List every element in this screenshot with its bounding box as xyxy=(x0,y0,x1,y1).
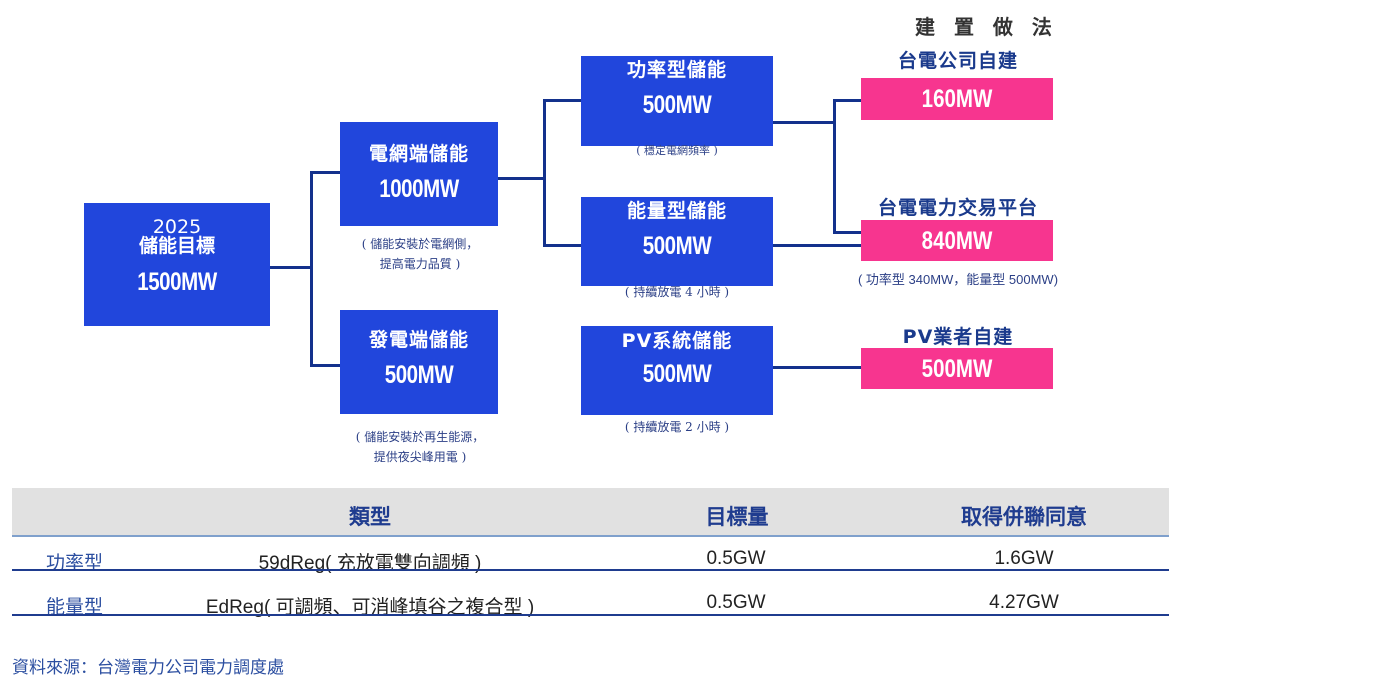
power-type-title: 功率型儲能 xyxy=(626,59,727,81)
table-header-target: 目標量 xyxy=(705,505,769,529)
row-category: 能量型 xyxy=(46,596,104,618)
trading-platform-note: ( 功率型 340MW，能量型 500MW) xyxy=(857,272,1059,287)
table-header-divider xyxy=(12,535,1169,537)
energy-type-value: 500MW xyxy=(642,232,712,260)
row-type: 59dReg( 充放電雙向調頻 ) xyxy=(258,553,482,574)
connector-pv-out-h xyxy=(772,366,863,369)
table-row-divider xyxy=(12,569,1169,571)
row-approved: 1.6GW xyxy=(994,548,1054,569)
energy-type-box: 能量型儲能 500MW xyxy=(581,197,773,286)
power-type-value: 500MW xyxy=(642,91,712,119)
gen-side-note-line2: 提供夜尖峰用電 ) xyxy=(373,450,467,464)
connector-grid-out-v xyxy=(543,99,546,246)
gen-side-note: ( 儲能安裝於再生能源， 提供夜尖峰用電 ) xyxy=(325,427,515,467)
connector-root-v xyxy=(310,171,313,367)
connector-taipower-in-h xyxy=(833,99,863,102)
grid-side-box: 電網端儲能 1000MW xyxy=(340,122,498,226)
gen-side-box: 發電端儲能 500MW xyxy=(340,310,498,414)
connector-energy-out-h xyxy=(772,244,863,247)
table-header-type: 類型 xyxy=(349,505,391,529)
connector-root-h xyxy=(269,266,312,269)
energy-type-note: ( 持續放電 4 小時 ) xyxy=(624,285,730,299)
pv-operator-label: PV業者自建 xyxy=(902,326,1014,348)
power-type-box: 功率型儲能 500MW xyxy=(581,56,773,146)
grid-side-value: 1000MW xyxy=(379,175,459,203)
root-year: 2025 xyxy=(152,216,202,238)
pv-system-value: 500MW xyxy=(642,360,712,388)
root-title: 儲能目標 xyxy=(138,235,215,257)
connector-grid-h xyxy=(310,171,342,174)
source-note: 資料來源：台灣電力公司電力調度處 xyxy=(12,658,284,678)
row-category: 功率型 xyxy=(46,552,104,574)
energy-type-title: 能量型儲能 xyxy=(626,200,727,222)
gen-side-title: 發電端儲能 xyxy=(368,329,469,351)
power-type-note: ( 穩定電網頻率 ) xyxy=(636,144,718,157)
taipower-self-value: 160MW xyxy=(921,85,993,113)
grid-side-note-line1: ( 儲能安裝於電網側， xyxy=(361,237,479,251)
connector-power-in-h xyxy=(543,99,583,102)
taipower-self-box: 160MW xyxy=(861,78,1053,120)
grid-side-title: 電網端儲能 xyxy=(368,143,469,165)
row-target: 0.5GW xyxy=(706,548,766,569)
connector-trading-in-h xyxy=(833,231,863,234)
gen-side-note-line1: ( 儲能安裝於再生能源， xyxy=(355,430,485,444)
row-type: EdReg( 可調頻、可消峰填谷之複合型 ) xyxy=(205,597,535,618)
gen-side-value: 500MW xyxy=(384,361,454,389)
root-target-box: 2025 儲能目標 1500MW xyxy=(84,203,270,326)
trading-platform-label: 台電電力交易平台 xyxy=(877,197,1038,219)
row-target: 0.5GW xyxy=(706,592,766,613)
grid-side-note: ( 儲能安裝於電網側， 提高電力品質 ) xyxy=(330,234,510,274)
pv-system-note: ( 持續放電 2 小時 ) xyxy=(624,420,730,434)
pv-operator-box: 500MW xyxy=(861,348,1053,389)
taipower-self-label: 台電公司自建 xyxy=(897,50,1018,72)
method-heading: 建 置 做 法 xyxy=(915,15,1058,39)
root-value: 1500MW xyxy=(137,268,217,296)
connector-energy-in-h xyxy=(543,244,583,247)
table-header-approved: 取得併聯同意 xyxy=(961,505,1087,529)
pv-operator-value: 500MW xyxy=(921,355,993,383)
connector-gen-h xyxy=(310,364,342,367)
connector-power-out-h xyxy=(772,121,835,124)
connector-grid-out-h xyxy=(497,177,545,180)
trading-platform-value: 840MW xyxy=(921,227,993,255)
grid-side-note-line2: 提高電力品質 ) xyxy=(379,257,461,271)
pv-system-box: PV系統儲能 500MW xyxy=(581,326,773,415)
pv-system-title: PV系統儲能 xyxy=(621,330,733,352)
connector-method-v xyxy=(833,99,836,233)
table-header-row xyxy=(12,488,1169,536)
row-approved: 4.27GW xyxy=(989,592,1059,613)
table-bottom-divider xyxy=(12,614,1169,616)
trading-platform-box: 840MW xyxy=(861,220,1053,261)
